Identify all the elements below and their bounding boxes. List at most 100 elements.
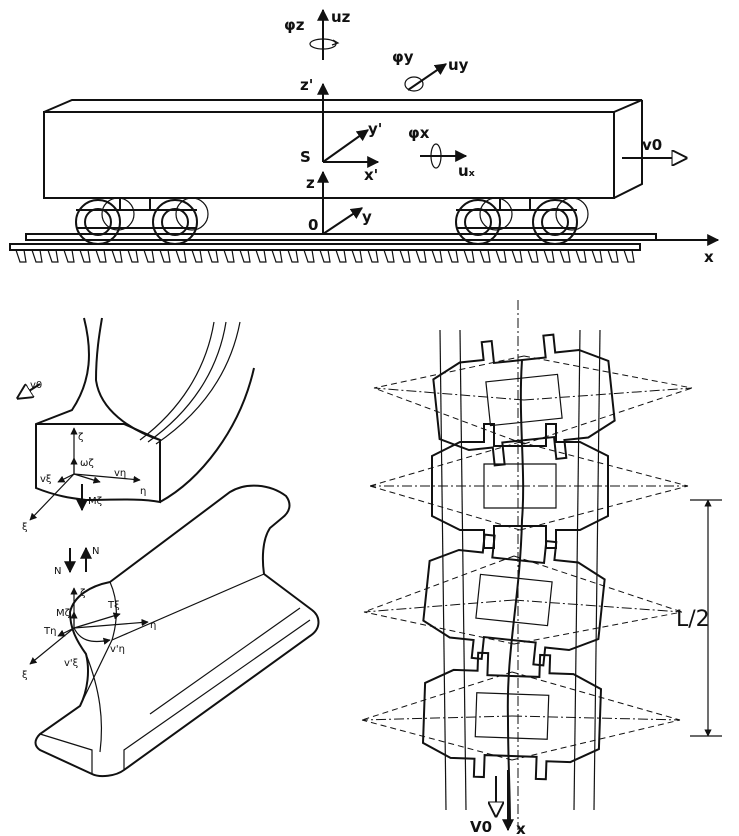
rail xyxy=(34,484,320,778)
label-phi-z: φz xyxy=(284,16,305,34)
label-z-prime: z' xyxy=(300,76,313,94)
rear-bogie xyxy=(455,197,589,245)
car-body xyxy=(43,99,643,199)
label-x-prime: x' xyxy=(364,166,378,184)
construction-line xyxy=(373,387,525,445)
label-v-eta: vη xyxy=(114,468,126,479)
label-T-xi: Tξ xyxy=(107,600,120,611)
construction-line xyxy=(361,719,513,761)
label-u-y: uy xyxy=(448,56,469,74)
sleeper xyxy=(447,249,459,263)
sleeper xyxy=(111,249,123,263)
sleeper xyxy=(175,249,187,263)
construction-line xyxy=(519,485,689,531)
label-u-x: uₓ xyxy=(458,162,476,180)
label-xi-upper: ξ xyxy=(22,522,28,533)
sleeper xyxy=(191,249,203,263)
label-v-xi: vξ xyxy=(40,474,52,485)
label-xi-lower: ξ xyxy=(22,670,28,681)
construction-line xyxy=(361,671,513,721)
wheel-rail-contact: v0 ζ ωζ vη vξ η Mζ ξ N N ζ Mζ Tξ η Tη v'… xyxy=(18,317,320,778)
wheel-section xyxy=(35,317,255,504)
sleeper xyxy=(287,249,299,263)
label-N-left: N xyxy=(54,566,61,577)
sleeper xyxy=(31,249,43,263)
label-S: S xyxy=(300,148,311,166)
sleeper xyxy=(479,249,491,263)
axle-line xyxy=(523,387,693,401)
sleeper xyxy=(527,249,539,263)
sleeper xyxy=(239,249,251,263)
track xyxy=(9,233,657,263)
sleeper xyxy=(367,249,379,263)
label-u-z: uz xyxy=(331,8,351,26)
sleeper xyxy=(399,249,411,263)
construction-line xyxy=(369,441,521,487)
axle-line xyxy=(373,387,525,401)
label-v-xi-rail: v'ξ xyxy=(64,658,78,669)
vehicle-model: φz uz φy uy z' y' S x' φx uₓ v0 z 0 y x xyxy=(9,8,720,266)
sleeper xyxy=(143,249,155,263)
sleeper xyxy=(335,249,347,263)
sleeper xyxy=(271,249,283,263)
sleeper xyxy=(15,249,27,263)
label-x: x xyxy=(704,248,714,266)
sleeper xyxy=(463,249,475,263)
label-y-prime: y' xyxy=(368,120,382,138)
bogie-outline xyxy=(432,333,616,467)
construction-line xyxy=(363,555,515,613)
label-z: z xyxy=(306,174,315,192)
label-omega-zeta: ωζ xyxy=(80,458,94,469)
sleeper xyxy=(383,249,395,263)
label-x-bottom: x xyxy=(516,820,526,836)
label-zeta-upper: ζ xyxy=(78,432,83,443)
sleeper xyxy=(127,249,139,263)
bogie-outline xyxy=(421,651,603,781)
label-eta-lower: η xyxy=(150,620,156,631)
construction-line xyxy=(523,355,693,389)
sleeper xyxy=(303,249,315,263)
front-bogie xyxy=(75,197,209,245)
sleeper xyxy=(159,249,171,263)
label-phi-y: φy xyxy=(392,48,414,66)
construction-line xyxy=(513,611,683,645)
bogie-kinematics: L/2 V0 x xyxy=(361,300,722,836)
construction-line xyxy=(373,355,525,389)
y-prime-axis xyxy=(322,129,369,163)
construction-line xyxy=(511,719,681,761)
sleeper xyxy=(95,249,107,263)
phi-y-rotation xyxy=(404,76,424,92)
label-origin: 0 xyxy=(308,216,318,234)
sleeper xyxy=(319,249,331,263)
axle-line xyxy=(511,715,681,721)
sleeper xyxy=(623,249,635,263)
sleeper xyxy=(415,249,427,263)
sleeper xyxy=(511,249,523,263)
sleeper xyxy=(79,249,91,263)
label-v0-contact: v0 xyxy=(30,380,42,391)
sleeper xyxy=(431,249,443,263)
sleeper xyxy=(207,249,219,263)
bogie-outline xyxy=(422,533,606,667)
phi-x-rotation xyxy=(430,143,442,169)
construction-line xyxy=(523,387,693,445)
sleeper xyxy=(47,249,59,263)
construction-line xyxy=(513,555,683,613)
uy-arrow xyxy=(407,63,447,91)
label-v0-bottom: V0 xyxy=(470,818,492,836)
construction-line xyxy=(363,611,515,645)
label-y: y xyxy=(362,208,372,226)
label-zeta-lower: ζ xyxy=(80,588,85,599)
label-half-length: L/2 xyxy=(676,607,710,632)
construction-line xyxy=(369,485,521,531)
label-N-right: N xyxy=(92,546,99,557)
axle-line xyxy=(361,715,513,721)
sleeper xyxy=(559,249,571,263)
label-v-eta-rail: v'η xyxy=(110,644,125,655)
sleeper xyxy=(63,249,75,263)
sleeper xyxy=(495,249,507,263)
sleeper xyxy=(351,249,363,263)
label-T-eta: Tη xyxy=(43,626,56,637)
